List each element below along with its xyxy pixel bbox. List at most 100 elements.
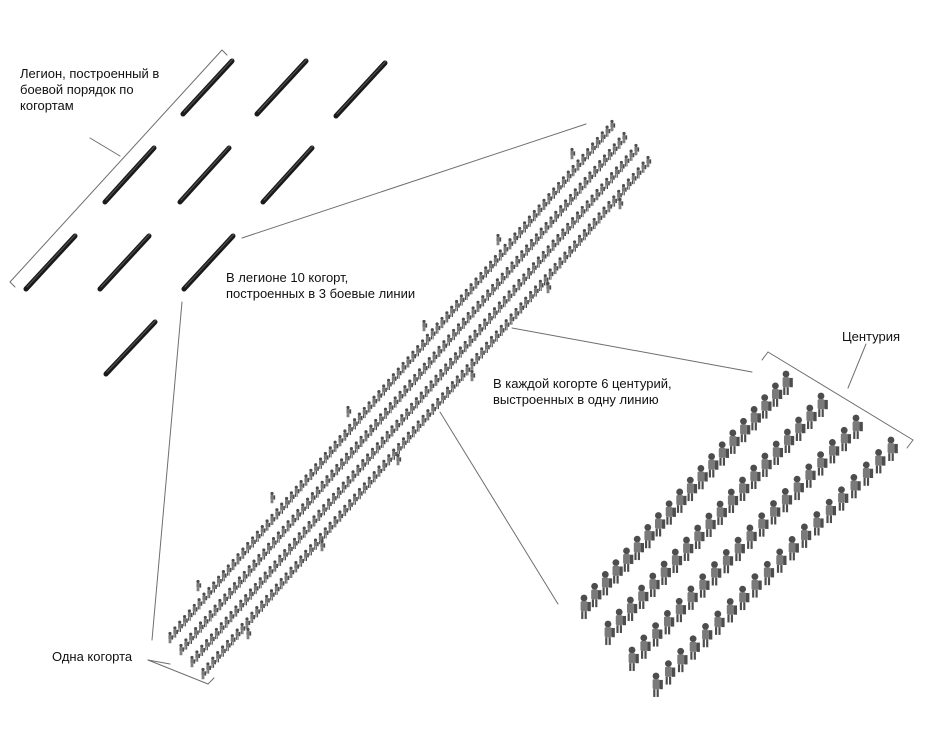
cohort-rank-4-soldier-88-head [626,178,630,182]
cohort-rank-3-soldier-56-leg-left [459,354,461,358]
cohort-rank-3-soldier-16-head [263,571,267,575]
cohort-rank-3-soldier-25-head [307,520,311,525]
cohort-rank-3-soldier-59-shield [476,333,479,338]
cohort-rank-3-soldier-53 [444,363,449,375]
century-rank-1-soldier-8 [654,512,666,537]
cohort-rank-2-soldier-70-head [515,255,519,259]
cohort-rank-1-soldier-73-leg-left [518,234,520,239]
cohort-rank-1-soldier-65-leg-right [481,279,483,284]
cohort-rank-3-soldier-12 [244,594,249,606]
cohort-rank-1-soldier-10 [212,581,217,593]
century-rank-1-soldier-1-leg-right [584,611,587,619]
cohort-rank-3-soldier-42 [390,425,396,437]
cohort-rank-1-soldier-80-leg-right [553,195,555,199]
cohort-rank-4-soldier-21-shield [302,558,304,564]
cohort-rank-2-soldier-80-leg-right [565,207,567,211]
cohort-rank-1-soldier-42-head [367,401,371,405]
cohort-officer-12 [618,197,624,210]
cohort-rank-3-soldier-40-torso [380,439,384,445]
cohort-rank-2-soldier-42 [379,413,384,425]
cohort-officer-12-torso [618,200,622,206]
cohort-rank-4-soldier-4-leg-right [217,658,219,663]
cohort-rank-4-soldier-20-torso [294,564,298,569]
century-rank-2-soldier-15-head [761,452,769,460]
cohort-rank-4-soldier-42-leg-left [402,444,404,449]
cohort-rank-4-soldier-27-torso [328,524,332,530]
cohort-rank-2-soldier-69-shield [513,264,516,270]
cohort-rank-4-soldier-23-leg-left [309,551,311,556]
cohort-rank-1-soldier-68-shield [496,258,499,263]
cohort-rank-3-soldier-43-shield [398,423,401,428]
century-rank-1-soldier-6-leg-left [634,552,637,561]
century-rank-3-soldier-17-torso [817,457,825,468]
cohort-rank-3-soldier-66-torso [507,293,511,298]
cohort-rank-2-soldier-64 [486,289,491,301]
cohort-rank-4-soldier-46-shield [424,418,427,423]
cohort-rank-1-soldier-61-shield [462,297,465,303]
century-rank-4-soldier-1-head [652,672,660,680]
cohort-rank-1-soldier-13-shield [229,567,232,573]
cohort-rank-1-soldier-60 [455,299,460,312]
cohort-rank-4-soldier-54-shield [463,373,466,378]
century-rank-4-soldier-13-torso [800,530,808,541]
cohort-bar-highlight-4 [105,145,156,201]
cohort-rank-1-soldier-20 [260,525,266,537]
century-rank-4-soldier-9-shield [758,580,762,590]
cohort-rank-4-soldier-60-shield [493,339,495,344]
cohort-rank-2-soldier-77-torso [549,219,553,225]
cohort-rank-2-soldier-29-leg-left [316,494,318,498]
cohort-rank-1-soldier-12-leg-right [223,577,225,582]
century-rank-2-soldier-20 [817,392,828,417]
century-rank-2-soldier-14-torso [750,471,758,482]
cohort-rank-2-soldier-73-leg-left [530,246,532,251]
century-rank-2-soldier-9-torso [694,531,702,542]
cohort-rank-1-soldier-78-torso [542,201,546,207]
cohort-rank-3-soldier-88 [614,166,620,178]
cohort-rank-1-soldier-81-leg-left [557,189,559,194]
cohort-rank-3-soldier-5-head [209,633,214,637]
cohort-rank-4-soldier-52-torso [450,384,454,389]
century-rank-4-soldier-11-head [776,548,784,556]
cohort-rank-3-soldier-90-head [624,155,628,159]
century-rank-1-soldier-20-leg-right [786,387,789,395]
cohort-rank-1-soldier-63-torso [469,286,473,291]
cohort-rank-4-soldier-43-head [406,431,410,435]
cohort-rank-3-soldier-92 [634,143,640,156]
cohort-rank-2-soldier-19-shield [270,546,272,551]
cohort-rank-4-soldier-8-head [235,628,239,632]
cohort-rank-1-soldier-20-head [260,525,264,529]
century-rank-1-soldier-9-head [665,500,673,508]
cohort-rank-4-soldier-52-leg-left [451,388,453,393]
cohort-rank-4-soldier-26-torso [323,530,327,535]
cohort-rank-1-soldier-65-leg-left [479,279,481,284]
cohort-rank-2-soldier-64-shield [489,292,491,298]
cohort-rank-1-soldier-81-shield [560,185,562,190]
cohort-rank-3-soldier-35-shield [359,468,362,473]
cohort-rank-3-soldier-26-shield [315,518,318,523]
cohort-rank-2-soldier-8-shield [216,607,219,613]
cohort-rank-4-soldier-17-shield [282,581,285,586]
cohort-rank-4-soldier-63-torso [504,322,508,327]
century-rank-4-soldier-3-leg-right [681,664,684,673]
cohort-rank-4-soldier-79 [582,229,588,241]
cohort-rank-3-soldier-79-torso [571,220,575,225]
cohort-rank-1-soldier-67-head [489,260,493,264]
cohort-rank-1-soldier-46-leg-right [388,386,390,391]
cohort-rank-1-soldier-18-shield [254,539,256,545]
cohort-rank-3-soldier-43-torso [395,422,399,428]
cohort-rank-3-soldier-5-leg-left [210,641,212,645]
cohort-rank-3-soldier-36-leg-right [363,466,365,471]
cohort-rank-1-soldier-5 [187,609,193,621]
cohort-rank-3-soldier-15-leg-right [260,584,262,589]
cohort-rank-3-soldier-69 [522,273,527,285]
cohort-rank-1-soldier-60-shield [458,303,460,308]
century-rank-3-soldier-4-shield [670,617,675,627]
century-rank-2-soldier-11-head [716,500,724,508]
cohort-rank-4-soldier-15-leg-right [271,596,273,601]
cohort-rank-1-soldier-28-shield [302,483,305,488]
cohort-rank-4-soldier-50-leg-right [442,399,444,404]
cohort-rank-3-soldier-57-shield [466,344,469,349]
cohort-rank-1-soldier-87-shield [589,151,591,156]
century-rank-2-soldier-12-head [727,488,735,496]
cohort-rank-1-soldier-24-leg-left [280,510,282,514]
